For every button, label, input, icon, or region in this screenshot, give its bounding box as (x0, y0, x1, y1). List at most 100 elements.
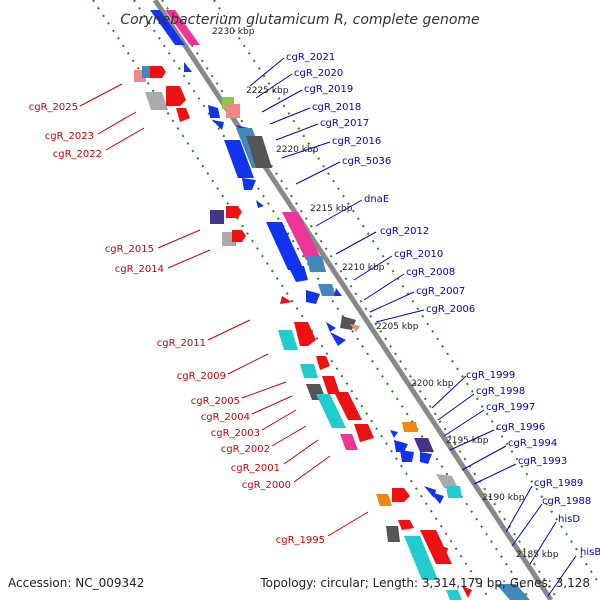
gene-block (354, 424, 374, 442)
gene-label-cgr-2010[interactable]: cgR_2010 (394, 249, 443, 260)
kbp-label: 2205 kbp (376, 322, 419, 332)
gene-label-cgr-1996[interactable]: cgR_1996 (496, 422, 545, 433)
left-gene-labels: cgR_2025 cgR_2023 cgR_2022 cgR_2015 cgR_2014… (29, 102, 325, 546)
gene-label-cgr-2019[interactable]: cgR_2019 (304, 84, 353, 95)
gene-block (390, 430, 398, 438)
gene-block (300, 364, 318, 378)
gene-label-cgr-2009[interactable]: cgR_2009 (177, 371, 226, 382)
kbp-label: 2210 kbp (342, 263, 385, 273)
gene-block (420, 452, 432, 464)
gene-label-cgr-1997[interactable]: cgR_1997 (486, 402, 535, 413)
gene-label-hisd[interactable]: hisD (558, 514, 580, 525)
gene-label-cgr-2002[interactable]: cgR_2002 (221, 444, 270, 455)
gene-block (318, 284, 336, 296)
gene-label-cgr-1998[interactable]: cgR_1998 (476, 386, 525, 397)
gene-block (350, 324, 360, 332)
left-leader-lines (79, 83, 369, 537)
kbp-label: 2225 kbp (246, 86, 289, 96)
gene-features (134, 10, 530, 600)
gene-label-cgr-2008[interactable]: cgR_2008 (406, 267, 455, 278)
gene-label-cgr-1994[interactable]: cgR_1994 (508, 438, 557, 449)
gene-block (462, 586, 472, 598)
gene-label-cgr-2006[interactable]: cgR_2006 (426, 304, 475, 315)
gene-label-cgr-2023[interactable]: cgR_2023 (45, 131, 94, 142)
gene-block (256, 200, 264, 208)
gene-block (266, 222, 304, 270)
gene-label-cgr-2000[interactable]: cgR_2000 (242, 480, 291, 491)
gene-block (440, 546, 448, 556)
gene-label-cgr-1993[interactable]: cgR_1993 (518, 456, 567, 467)
gene-block (184, 62, 192, 72)
gene-label-cgr-2018[interactable]: cgR_2018 (312, 102, 361, 113)
genome-axis (152, 0, 554, 600)
gene-label-cgr-2022[interactable]: cgR_2022 (53, 149, 102, 160)
gene-block (165, 10, 200, 45)
gene-block (322, 376, 340, 394)
gene-block (316, 394, 346, 428)
gene-block (282, 212, 322, 260)
gene-block (226, 206, 242, 218)
gene-label-cgr-2017[interactable]: cgR_2017 (320, 118, 369, 129)
kbp-label: 2220 kbp (276, 145, 319, 155)
gene-block (326, 322, 336, 332)
gene-block (150, 10, 185, 45)
gene-label-cgr-2015[interactable]: cgR_2015 (105, 244, 154, 255)
kbp-label: 2200 kbp (411, 379, 454, 389)
gene-label-cgr-2011[interactable]: cgR_2011 (157, 338, 206, 349)
gene-block (392, 488, 410, 502)
gene-block (246, 136, 272, 168)
gene-block (210, 210, 224, 224)
gene-label-hisb[interactable]: hisB (580, 547, 600, 558)
gene-block (430, 492, 444, 504)
gene-block (420, 530, 452, 564)
gene-label-cgr-2005[interactable]: cgR_2005 (191, 396, 240, 407)
gene-label-cgr-2016[interactable]: cgR_2016 (332, 136, 381, 147)
gene-label-cgr-5036[interactable]: cgR_5036 (342, 156, 391, 167)
gene-block (150, 66, 166, 78)
gene-block (330, 332, 346, 346)
gene-block (446, 590, 462, 600)
gene-block (288, 266, 308, 282)
gene-block (294, 322, 316, 346)
gene-label-cgr-1988[interactable]: cgR_1988 (542, 496, 591, 507)
gene-block (496, 584, 530, 600)
gene-block (224, 140, 254, 178)
gene-block (142, 66, 152, 78)
gene-label-dnae[interactable]: dnaE (364, 194, 389, 205)
gene-block (226, 104, 240, 118)
mid-left-guide (161, 0, 559, 600)
gene-label-cgr-2007[interactable]: cgR_2007 (416, 286, 465, 297)
gene-label-cgr-1995[interactable]: cgR_1995 (276, 535, 325, 546)
gene-block (306, 290, 320, 304)
gene-label-cgr-2001[interactable]: cgR_2001 (231, 463, 280, 474)
gene-label-cgr-1989[interactable]: cgR_1989 (534, 478, 583, 489)
gene-block (306, 256, 326, 272)
gene-block (316, 356, 330, 370)
gene-label-cgr-2012[interactable]: cgR_2012 (380, 226, 429, 237)
kbp-label: 2195 kbp (446, 436, 489, 446)
gene-label-cgr-2014[interactable]: cgR_2014 (115, 264, 164, 275)
genome-title: Corynebacterium glutamicum R, complete g… (120, 12, 479, 28)
gene-block (334, 288, 342, 296)
gene-block (176, 108, 190, 122)
gene-label-cgr-2021[interactable]: cgR_2021 (286, 52, 335, 63)
gene-block (232, 230, 246, 242)
gene-block (145, 92, 168, 110)
gene-label-cgr-2004[interactable]: cgR_2004 (201, 412, 250, 423)
gene-block (400, 450, 414, 462)
gene-block (394, 440, 408, 452)
kbp-label: 2185 kbp (516, 550, 559, 560)
gene-block (280, 296, 292, 304)
right-leader-lines (249, 57, 577, 597)
gene-label-cgr-2025[interactable]: cgR_2025 (29, 102, 78, 113)
gene-label-cgr-1999[interactable]: cgR_1999 (466, 370, 515, 381)
gene-label-cgr-2020[interactable]: cgR_2020 (294, 68, 343, 79)
kbp-label: 2215 kbp (310, 204, 353, 214)
gene-block (208, 105, 220, 118)
gene-label-cgr-2003[interactable]: cgR_2003 (211, 428, 260, 439)
accession-text: Accession: NC_009342 (8, 576, 144, 590)
gene-block (376, 494, 392, 506)
